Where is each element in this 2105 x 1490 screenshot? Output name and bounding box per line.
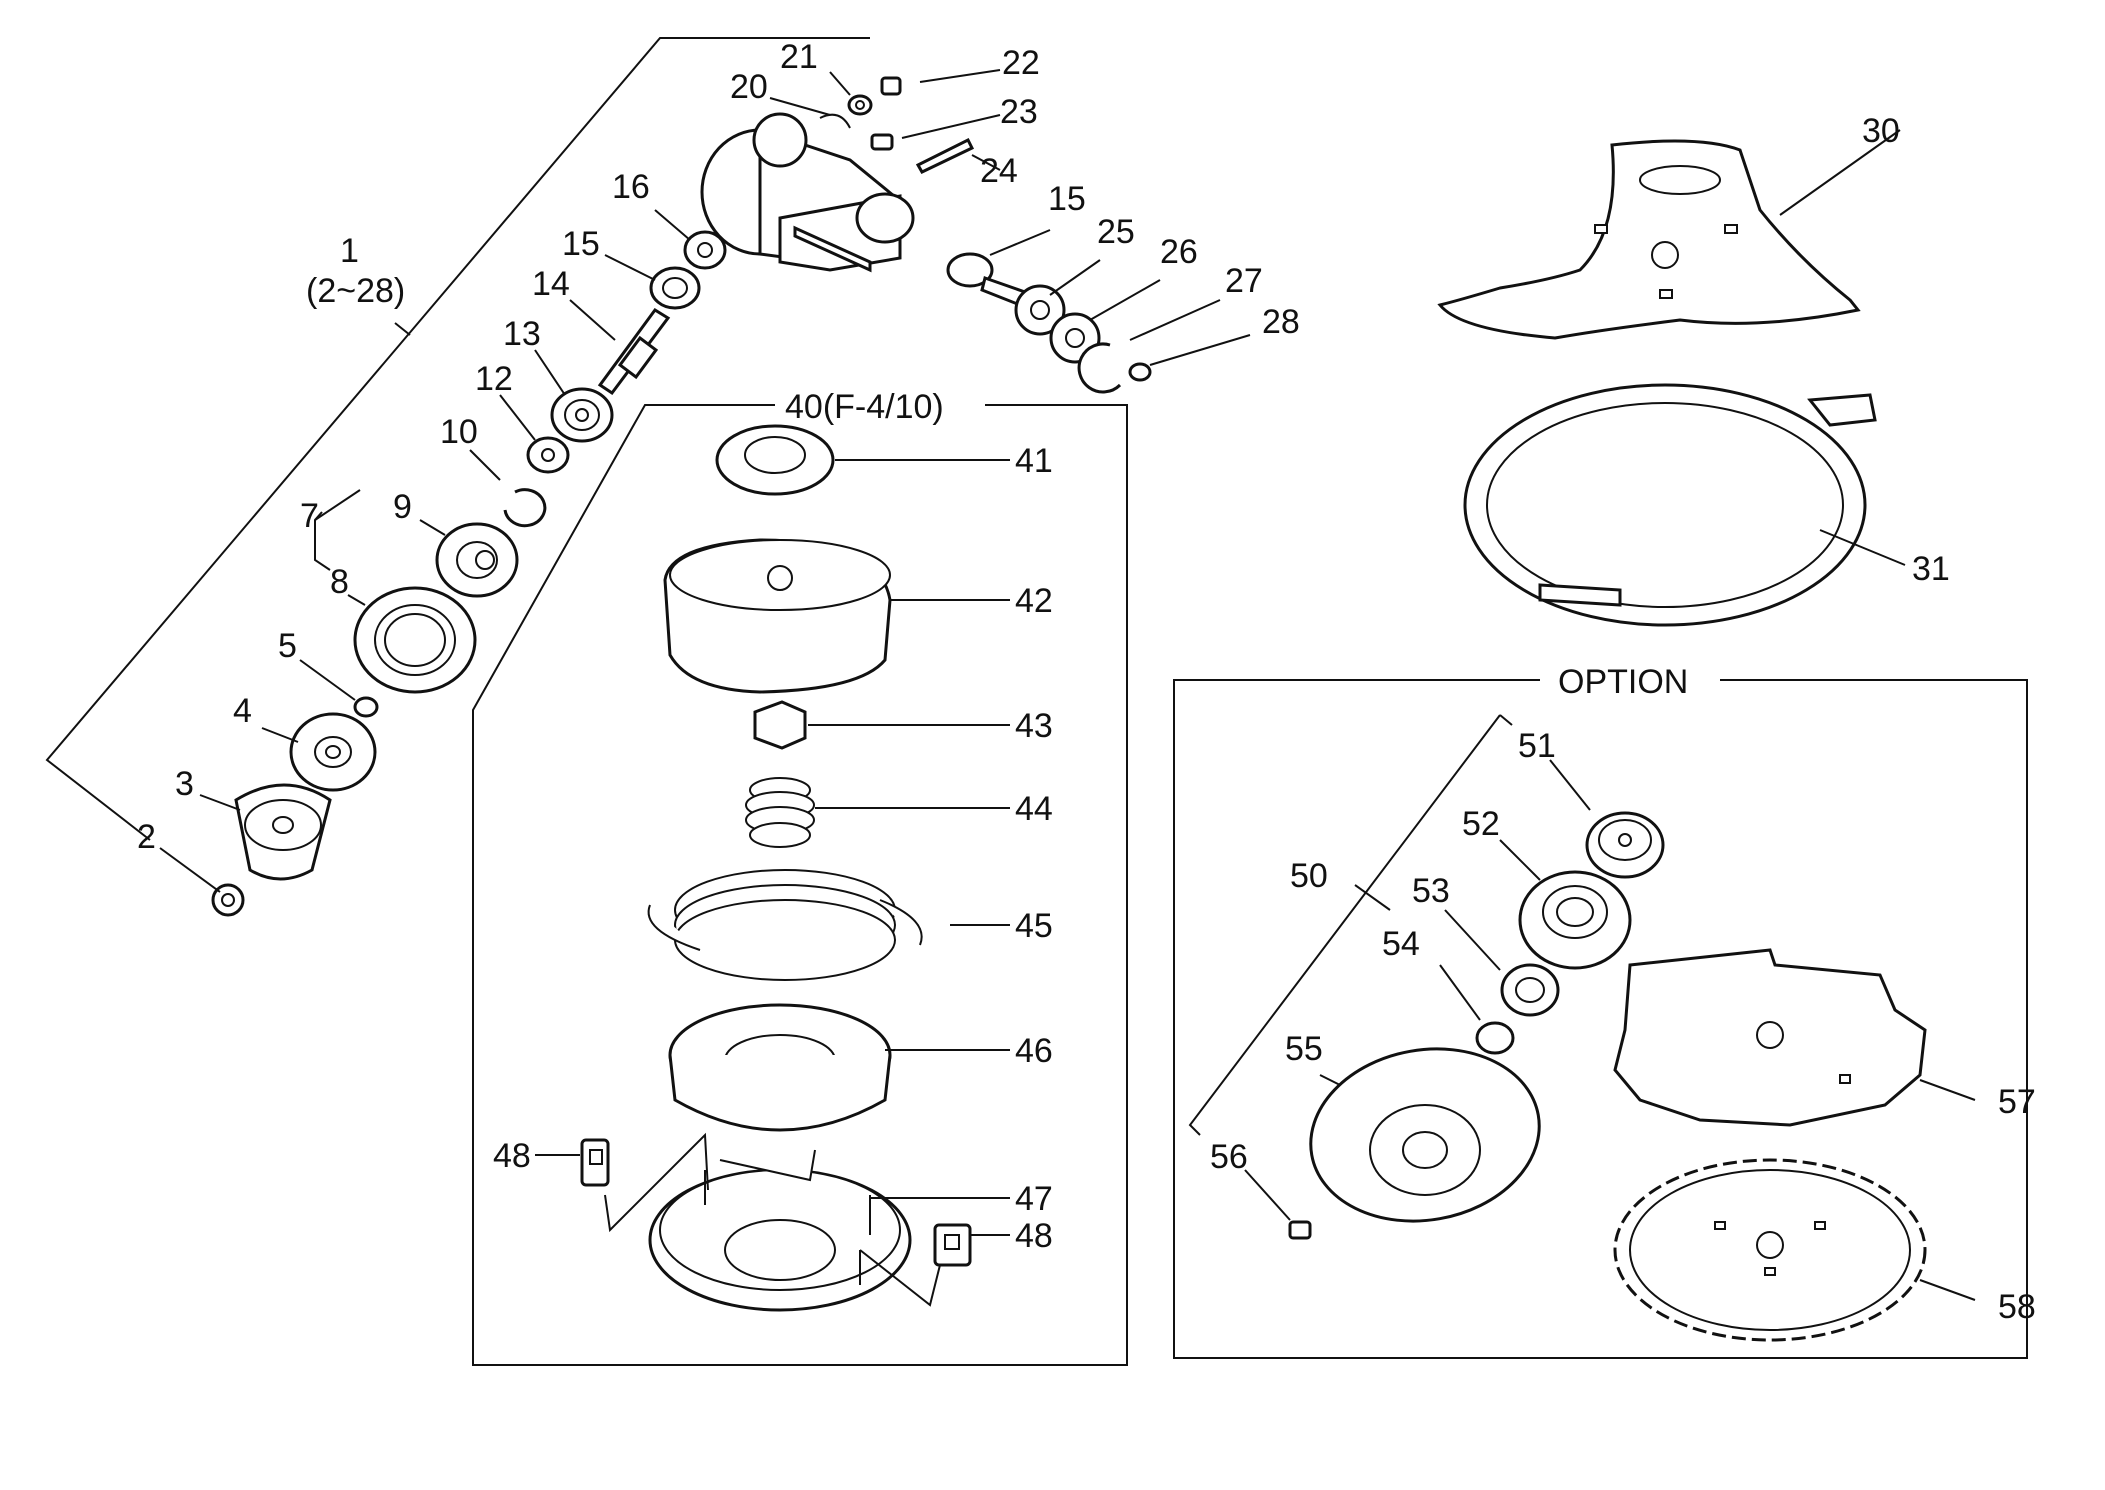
part-4-washer — [289, 712, 377, 792]
callout-21: 21 — [780, 38, 818, 76]
part-58-saw-blade — [1613, 1158, 1927, 1342]
option-title: OPTION — [1558, 663, 1688, 701]
callout-42: 42 — [1015, 582, 1053, 620]
callout-5: 5 — [278, 627, 297, 665]
callout-16: 16 — [612, 168, 650, 206]
part-55-cup — [1309, 1047, 1541, 1223]
part-15-pinion — [649, 266, 701, 310]
callout-13: 13 — [503, 315, 541, 353]
callout-47: 47 — [1015, 1180, 1053, 1218]
nylon-head-box — [472, 404, 1128, 1366]
part-5-ring — [353, 696, 379, 718]
part-42-cover — [663, 538, 892, 694]
nylon-head-group: 40(F-4/10) — [472, 388, 1128, 1366]
part-48-clip-right — [933, 1223, 972, 1267]
option-box — [1173, 679, 2028, 1359]
part-48-clip-left — [580, 1138, 610, 1187]
part-2-nut — [211, 883, 245, 917]
part-13-bearing — [550, 387, 614, 443]
part-15b-gear — [946, 252, 1027, 307]
callout-27: 27 — [1225, 262, 1263, 300]
callout-43: 43 — [1015, 707, 1053, 745]
callout-58: 58 — [1998, 1288, 2036, 1326]
part-10-circlip — [503, 488, 547, 528]
group-1-number: 1 — [340, 232, 359, 270]
callout-41: 41 — [1015, 442, 1053, 480]
part-52-flange — [1518, 870, 1632, 970]
part-14-shaft — [597, 307, 671, 396]
part-24-bolt — [915, 137, 975, 174]
part-56-bolt — [1288, 1220, 1312, 1240]
callout-12: 12 — [475, 360, 513, 398]
part-23-bolt — [870, 133, 894, 151]
callout-15a: 15 — [562, 225, 600, 263]
part-8-holder — [353, 586, 477, 694]
part-20-clip — [819, 113, 851, 129]
callout-26: 26 — [1160, 233, 1198, 271]
callout-24: 24 — [980, 152, 1018, 190]
callout-23: 23 — [1000, 93, 1038, 131]
part-3-cup — [234, 783, 332, 881]
part-57-blade — [1613, 948, 1927, 1127]
callout-30: 30 — [1862, 112, 1900, 150]
callout-46: 46 — [1015, 1032, 1053, 1070]
guard-31 — [1463, 383, 1877, 627]
callout-7: 7 — [300, 497, 319, 535]
callout-22: 22 — [1002, 44, 1040, 82]
callout-48-right: 48 — [1015, 1217, 1053, 1255]
part-51-washer — [1585, 811, 1665, 879]
part-25-bearing — [1014, 284, 1066, 336]
callout-55: 55 — [1285, 1030, 1323, 1068]
part-53-bearing — [1500, 963, 1560, 1017]
part-46-spool — [668, 1003, 892, 1132]
callout-52: 52 — [1462, 805, 1500, 843]
group-50-bracket — [1188, 714, 1501, 1136]
callout-56: 56 — [1210, 1138, 1248, 1176]
part-41-spool-nut — [715, 424, 835, 496]
nylon-head-title: 40(F-4/10) — [785, 388, 944, 426]
blade-30 — [1437, 139, 1861, 340]
callout-45: 45 — [1015, 907, 1053, 945]
gear-case — [700, 112, 915, 273]
part-27-circlip — [1077, 342, 1122, 394]
part-22-bolt — [880, 76, 902, 96]
callout-44: 44 — [1015, 790, 1053, 828]
callout-53: 53 — [1412, 872, 1450, 910]
callout-9: 9 — [393, 488, 412, 526]
callout-54: 54 — [1382, 925, 1420, 963]
part-28-ring — [1128, 362, 1152, 382]
callout-14: 14 — [532, 265, 570, 303]
callout-50: 50 — [1290, 857, 1328, 895]
option-group: OPTION — [1173, 663, 2028, 1359]
callout-10: 10 — [440, 413, 478, 451]
callout-57: 57 — [1998, 1083, 2036, 1121]
callout-51: 51 — [1518, 727, 1556, 765]
part-54-spacer — [1475, 1021, 1515, 1055]
group-1-bracket — [45, 37, 870, 841]
group-1-range: (2~28) — [306, 272, 405, 310]
callout-25: 25 — [1097, 213, 1135, 251]
callout-15b: 15 — [1048, 180, 1086, 218]
part-9-guard-washer — [435, 522, 519, 598]
callout-4: 4 — [233, 692, 252, 730]
callout-labels: 2 3 4 5 7 8 9 10 12 13 14 15 16 20 21 22… — [137, 38, 2036, 1326]
part-47-housing — [648, 1149, 912, 1312]
callout-8: 8 — [330, 563, 349, 601]
part-45-line — [647, 869, 923, 981]
part-21-washer — [847, 94, 873, 116]
gear-head-group: 1 (2~28) — [45, 37, 1251, 917]
callout-28: 28 — [1262, 303, 1300, 341]
callout-31: 31 — [1912, 550, 1950, 588]
callout-20: 20 — [730, 68, 768, 106]
callout-3: 3 — [175, 765, 194, 803]
callout-48-left: 48 — [493, 1137, 531, 1175]
part-16-bearing — [683, 230, 727, 270]
callout-2: 2 — [137, 818, 156, 856]
part-44-spring — [745, 777, 815, 848]
part-12-washer — [526, 436, 570, 474]
part-43-nut — [753, 700, 807, 750]
